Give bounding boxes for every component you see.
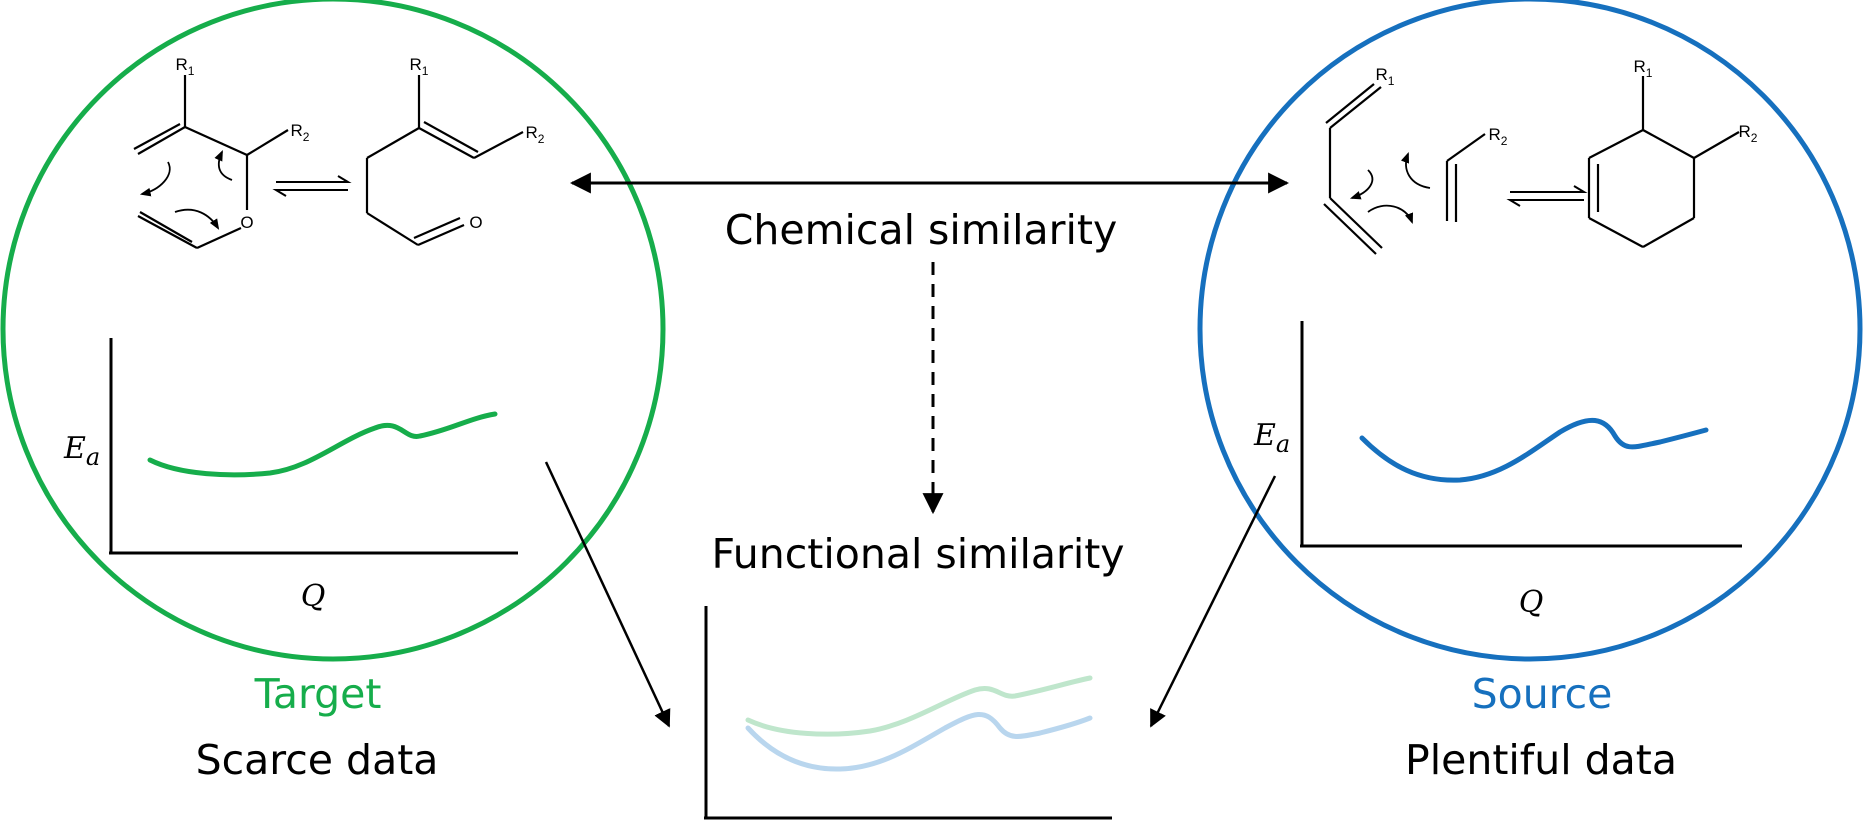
- source-energy-curve: [1359, 417, 1709, 483]
- source-electron-arrows: [1349, 151, 1431, 225]
- combined-plot-axes: [704, 606, 1112, 820]
- target-subtitle: Scarce data: [196, 736, 439, 784]
- source-equilibrium-arrows: [1506, 185, 1588, 207]
- source-product-r2-label: R2: [1739, 122, 1758, 145]
- source-product-r1-label: R1: [1634, 57, 1653, 80]
- target-reactant-electron-arrows: [139, 150, 233, 230]
- target-to-combined-arrow: [544, 461, 671, 728]
- source-diene-molecule: [1323, 83, 1383, 255]
- target-plot-axes: [109, 338, 518, 555]
- target-reactant-oxygen-label: O: [240, 213, 253, 232]
- source-x-axis-label: Q: [1519, 585, 1544, 620]
- source-title: Source: [1472, 670, 1613, 718]
- target-product-r1-label: R1: [410, 55, 429, 78]
- source-y-axis-label: Ea: [1253, 418, 1290, 458]
- target-y-axis-label: Ea: [63, 431, 100, 471]
- target-x-axis-label: Q: [301, 579, 326, 614]
- source-circle: [1197, 0, 1863, 662]
- target-energy-curve: [147, 411, 498, 478]
- source-subtitle: Plentiful data: [1405, 736, 1677, 784]
- source-diene-r1-label: R1: [1376, 65, 1395, 88]
- source-product-molecule: [1587, 76, 1740, 248]
- target-product-oxygen-label: O: [469, 213, 482, 232]
- target-product-molecule: [365, 75, 524, 247]
- target-reactant-r2-label: R2: [291, 121, 310, 144]
- source-dienophile-r2-label: R2: [1489, 125, 1508, 148]
- functional-similarity-label: Functional similarity: [711, 530, 1124, 578]
- target-circle: [0, 0, 666, 662]
- source-plot-axes: [1300, 321, 1742, 548]
- target-reactant-r1-label: R1: [176, 55, 195, 78]
- target-product-r2-label: R2: [526, 123, 545, 146]
- target-reactant-molecule: [133, 75, 289, 250]
- target-equilibrium-arrows: [272, 175, 352, 197]
- source-dienophile-molecule: [1445, 133, 1486, 222]
- combined-source-curve: [745, 712, 1093, 772]
- source-to-combined-arrow: [1149, 475, 1277, 728]
- target-title: Target: [254, 670, 382, 718]
- chemical-similarity-label: Chemical similarity: [725, 206, 1117, 254]
- combined-target-curve: [745, 675, 1093, 737]
